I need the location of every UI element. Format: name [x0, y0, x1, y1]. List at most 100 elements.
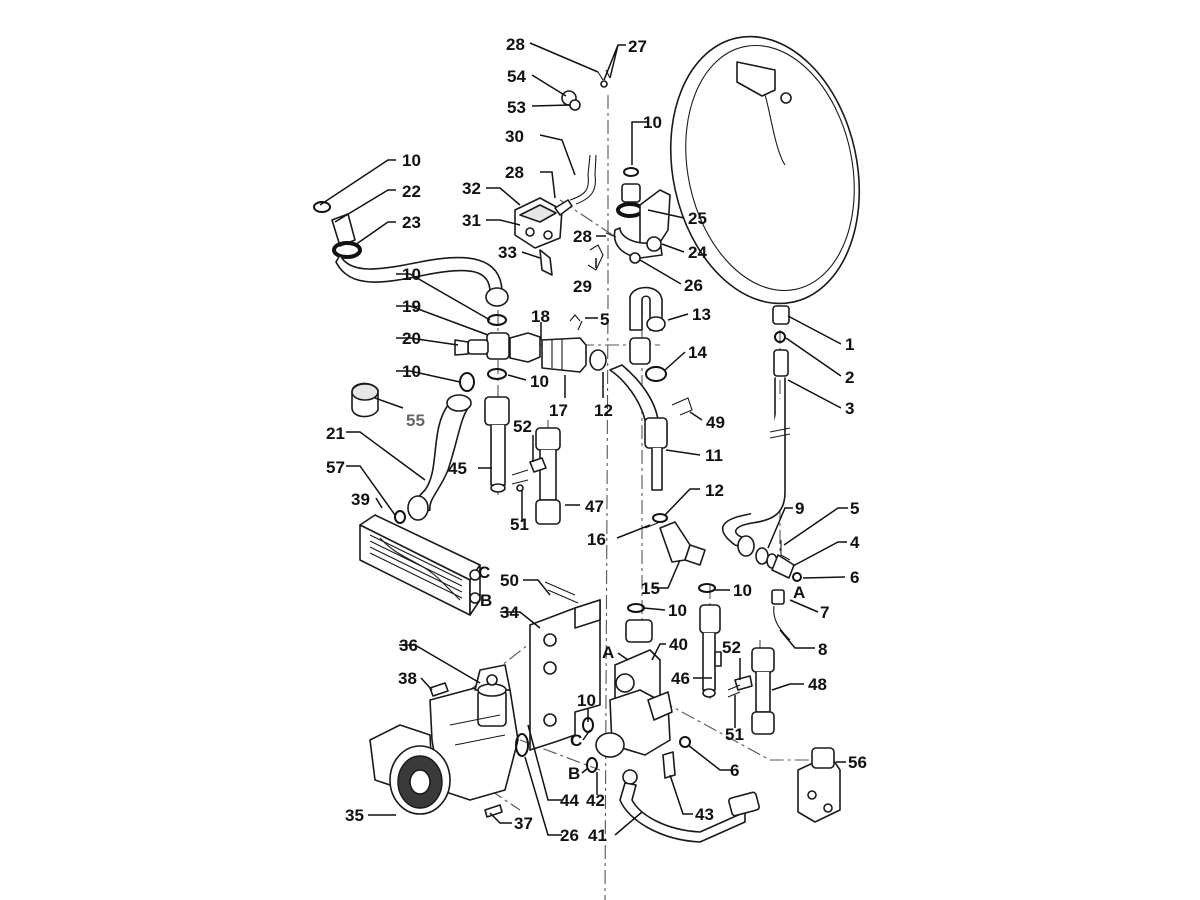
callout-5: 5 [850, 499, 859, 518]
callout-52: 52 [513, 417, 532, 436]
callout-17: 17 [549, 401, 568, 420]
callout-54: 54 [507, 67, 526, 86]
callout-1: 1 [845, 335, 854, 354]
circulation-pump [369, 664, 529, 818]
callout-45: 45 [448, 459, 467, 478]
callout-48: 48 [808, 675, 827, 694]
callout-47: 47 [585, 497, 604, 516]
pipe-47 [511, 427, 561, 525]
callout-24: 24 [688, 243, 707, 262]
callout-27: 27 [628, 37, 647, 56]
callout-25: 25 [688, 209, 707, 228]
callout-c: C [478, 563, 490, 582]
mounting-bracket [529, 581, 601, 751]
vessel-pipe [721, 305, 791, 557]
callout-32: 32 [462, 179, 481, 198]
callout-16: 16 [587, 530, 606, 549]
callout-22: 22 [402, 182, 421, 201]
callout-29: 29 [573, 277, 592, 296]
callout-37: 37 [514, 814, 533, 833]
callout-33: 33 [498, 243, 517, 262]
callout-5: 5 [600, 310, 609, 329]
callout-10: 10 [402, 151, 421, 170]
callout-8: 8 [818, 640, 827, 659]
callout-40: 40 [669, 635, 688, 654]
leader-lines [319, 42, 848, 836]
plate-heat-exchanger [359, 514, 481, 616]
callout-51: 51 [510, 515, 529, 534]
callout-18: 18 [531, 307, 550, 326]
callout-b: B [568, 764, 580, 783]
pipe-48 [727, 647, 775, 735]
callout-10: 10 [733, 581, 752, 600]
callout-28: 28 [505, 163, 524, 182]
pipe-45 [484, 396, 510, 493]
central-pipe-assembly [569, 167, 706, 566]
callout-4: 4 [850, 533, 860, 552]
callout-26: 26 [684, 276, 703, 295]
callout-10: 10 [668, 601, 687, 620]
top-screws [561, 69, 611, 111]
callout-36: 36 [399, 636, 418, 655]
callout-51: 51 [725, 725, 744, 744]
callout-19: 19 [402, 297, 421, 316]
callout-13: 13 [692, 305, 711, 324]
callout-10: 10 [577, 691, 596, 710]
callout-38: 38 [398, 669, 417, 688]
callout-2: 2 [845, 368, 854, 387]
callout-31: 31 [462, 211, 481, 230]
callout-3: 3 [845, 399, 854, 418]
callout-c: C [570, 731, 582, 750]
tee-fitting [454, 314, 607, 380]
callout-6: 6 [730, 761, 739, 780]
lower-flex-pipe [351, 372, 475, 524]
callout-28: 28 [506, 35, 525, 54]
callout-14: 14 [688, 343, 707, 362]
callout-10: 10 [530, 372, 549, 391]
small-fittings-right [755, 540, 802, 641]
callout-57: 57 [326, 458, 345, 477]
callout-6: 6 [850, 568, 859, 587]
callout-12: 12 [705, 481, 724, 500]
callout-26: 26 [560, 826, 579, 845]
callout-11: 11 [705, 446, 723, 465]
callout-35: 35 [345, 806, 364, 825]
callout-20: 20 [402, 329, 421, 348]
callout-55: 55 [406, 411, 425, 430]
callout-10: 10 [402, 362, 421, 381]
expansion-vessel [669, 35, 861, 305]
pressure-switch [514, 154, 597, 276]
callout-10: 10 [643, 113, 662, 132]
callout-56: 56 [848, 753, 867, 772]
callout-15: 15 [641, 579, 660, 598]
callout-12: 12 [594, 401, 613, 420]
callout-39: 39 [351, 490, 370, 509]
callout-9: 9 [795, 499, 804, 518]
callout-23: 23 [402, 213, 421, 232]
callout-49: 49 [706, 413, 725, 432]
callout-50: 50 [500, 571, 519, 590]
diverter-valve [582, 603, 691, 779]
callout-52: 52 [722, 638, 741, 657]
callout-10: 10 [402, 265, 421, 284]
upper-flex-pipe [313, 201, 509, 307]
callout-28: 28 [573, 227, 592, 246]
callout-43: 43 [695, 805, 714, 824]
callout-7: 7 [820, 603, 829, 622]
callout-labels: 28 27 54 53 30 10 28 32 10 22 23 31 25 2… [326, 35, 867, 845]
callout-b: B [480, 591, 492, 610]
callout-46: 46 [671, 669, 690, 688]
callout-a: A [602, 643, 614, 662]
callout-42: 42 [586, 791, 605, 810]
callout-34: 34 [500, 603, 519, 622]
callout-21: 21 [326, 424, 345, 443]
callout-44: 44 [560, 791, 579, 810]
bypass-pipe-41 [586, 757, 760, 843]
pipe-46 [698, 583, 722, 698]
callout-53: 53 [507, 98, 526, 117]
valve-body-56 [797, 747, 841, 823]
callout-30: 30 [505, 127, 524, 146]
callout-a: A [793, 583, 805, 602]
callout-41: 41 [588, 826, 607, 845]
